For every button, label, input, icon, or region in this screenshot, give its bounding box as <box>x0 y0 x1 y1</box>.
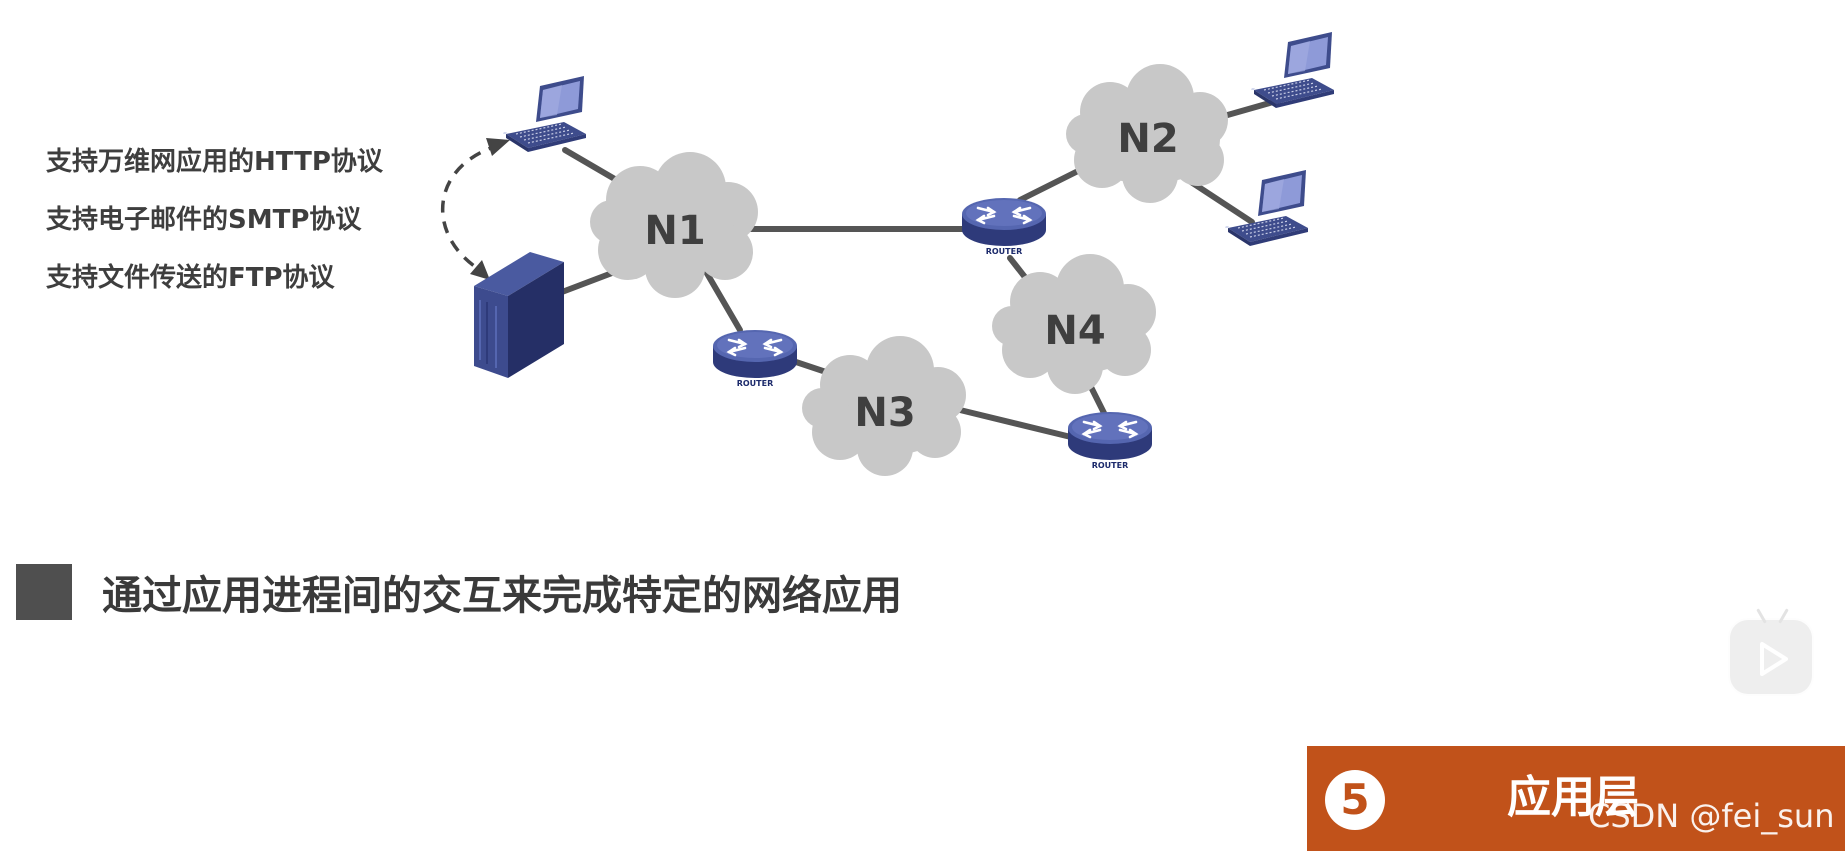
protocol-http: 支持万维网应用的HTTP协议 <box>46 147 383 177</box>
watermark: CSDN @fei_sun <box>1588 797 1835 835</box>
link-n1-router2 <box>702 267 743 333</box>
cloud-label-n1: N1 <box>644 208 705 254</box>
laptop-icon <box>502 75 587 153</box>
router-icon: ROUTER <box>711 328 799 388</box>
link-n3-router3 <box>957 407 1078 441</box>
interaction-arrow <box>440 138 510 280</box>
link-n2-laptop2 <box>1185 177 1255 225</box>
bullet-square-icon <box>16 564 72 620</box>
chapter-number: 5 <box>1325 770 1385 830</box>
router-icon: ROUTER <box>1066 410 1154 470</box>
router-label-2: ROUTER <box>737 379 774 388</box>
protocol-list: 支持万维网应用的HTTP协议 支持电子邮件的SMTP协议 支持文件传送的FTP协… <box>46 140 383 314</box>
summary-text: 通过应用进程间的交互来完成特定的网络应用 <box>102 573 902 619</box>
router-label-3: ROUTER <box>1092 461 1129 470</box>
cloud-n1: N1 <box>590 152 758 298</box>
cloud-n3: N3 <box>802 336 966 476</box>
summary-line: 通过应用进程间的交互来完成特定的网络应用 <box>16 564 902 620</box>
chapter-title: 应用层 <box>1507 772 1639 823</box>
laptop-icon <box>1224 169 1309 247</box>
play-button[interactable] <box>1728 618 1814 696</box>
chapter-banner: 5 应用层 <box>1307 746 1845 851</box>
cloud-n2: N2 <box>1066 64 1228 203</box>
cloud-label-n2: N2 <box>1117 116 1178 162</box>
network-links <box>559 97 1283 441</box>
link-router1-n2 <box>1017 167 1083 203</box>
cloud-label-n3: N3 <box>854 390 915 436</box>
cloud-label-n4: N4 <box>1044 308 1105 354</box>
cloud-n4: N4 <box>992 254 1156 394</box>
router-label-1: ROUTER <box>986 247 1023 256</box>
server-icon <box>474 252 564 378</box>
protocol-ftp: 支持文件传送的FTP协议 <box>46 263 335 293</box>
play-icon <box>1760 642 1788 676</box>
protocol-smtp: 支持电子邮件的SMTP协议 <box>46 205 362 235</box>
laptop-icon <box>1250 31 1335 109</box>
network-diagram: N1 N2 <box>440 31 1335 476</box>
router-icon: ROUTER <box>960 196 1048 256</box>
